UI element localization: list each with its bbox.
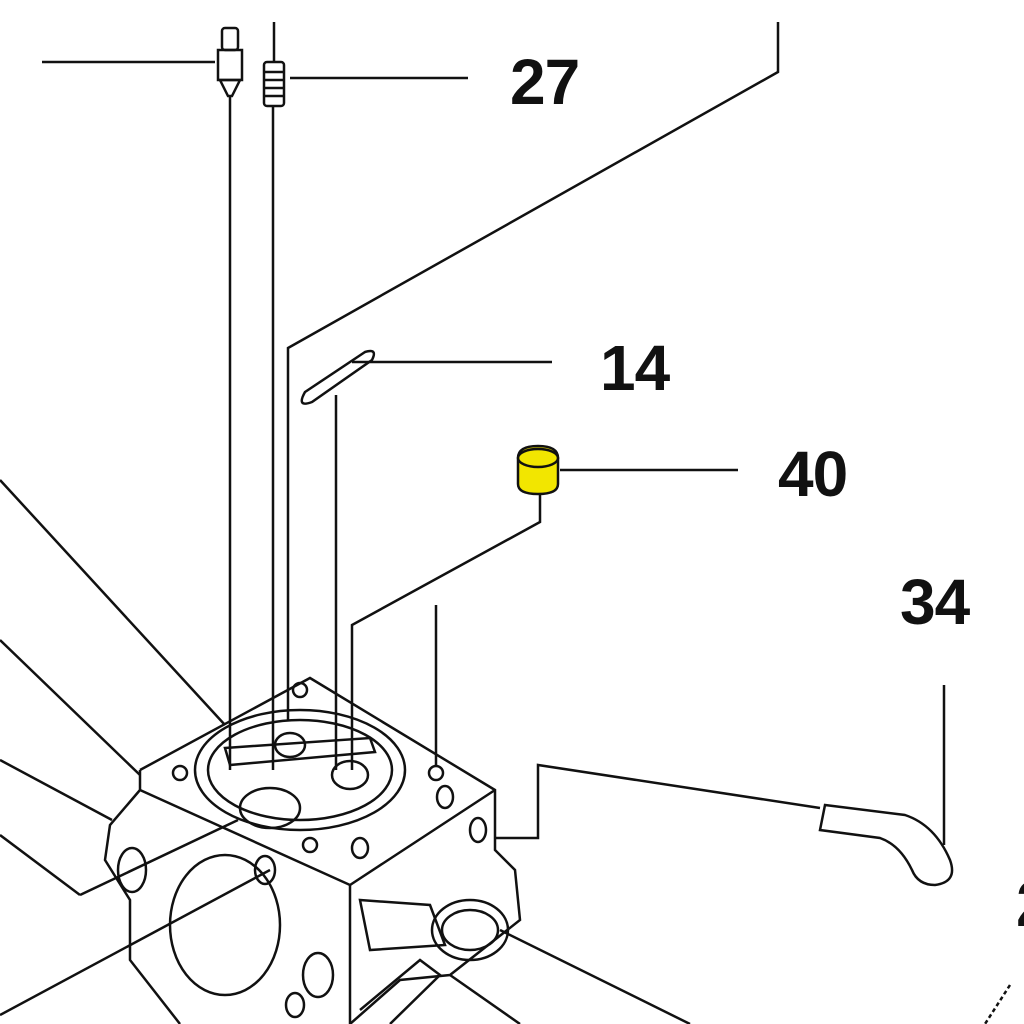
part-label-34: 34 [900, 566, 970, 638]
carburetor-body [103, 676, 522, 1024]
part-label-partial: 2 [1016, 872, 1024, 936]
needle-valve-part [216, 26, 244, 98]
hose-part-34 [818, 803, 954, 887]
spring-part-27 [262, 60, 286, 108]
leader-lines [0, 22, 1012, 1024]
pin-part-14 [300, 349, 376, 405]
part-label-40: 40 [778, 438, 848, 510]
plug-part-40 [516, 444, 560, 496]
part-label-14: 14 [600, 332, 670, 404]
part-label-27: 27 [510, 46, 580, 118]
